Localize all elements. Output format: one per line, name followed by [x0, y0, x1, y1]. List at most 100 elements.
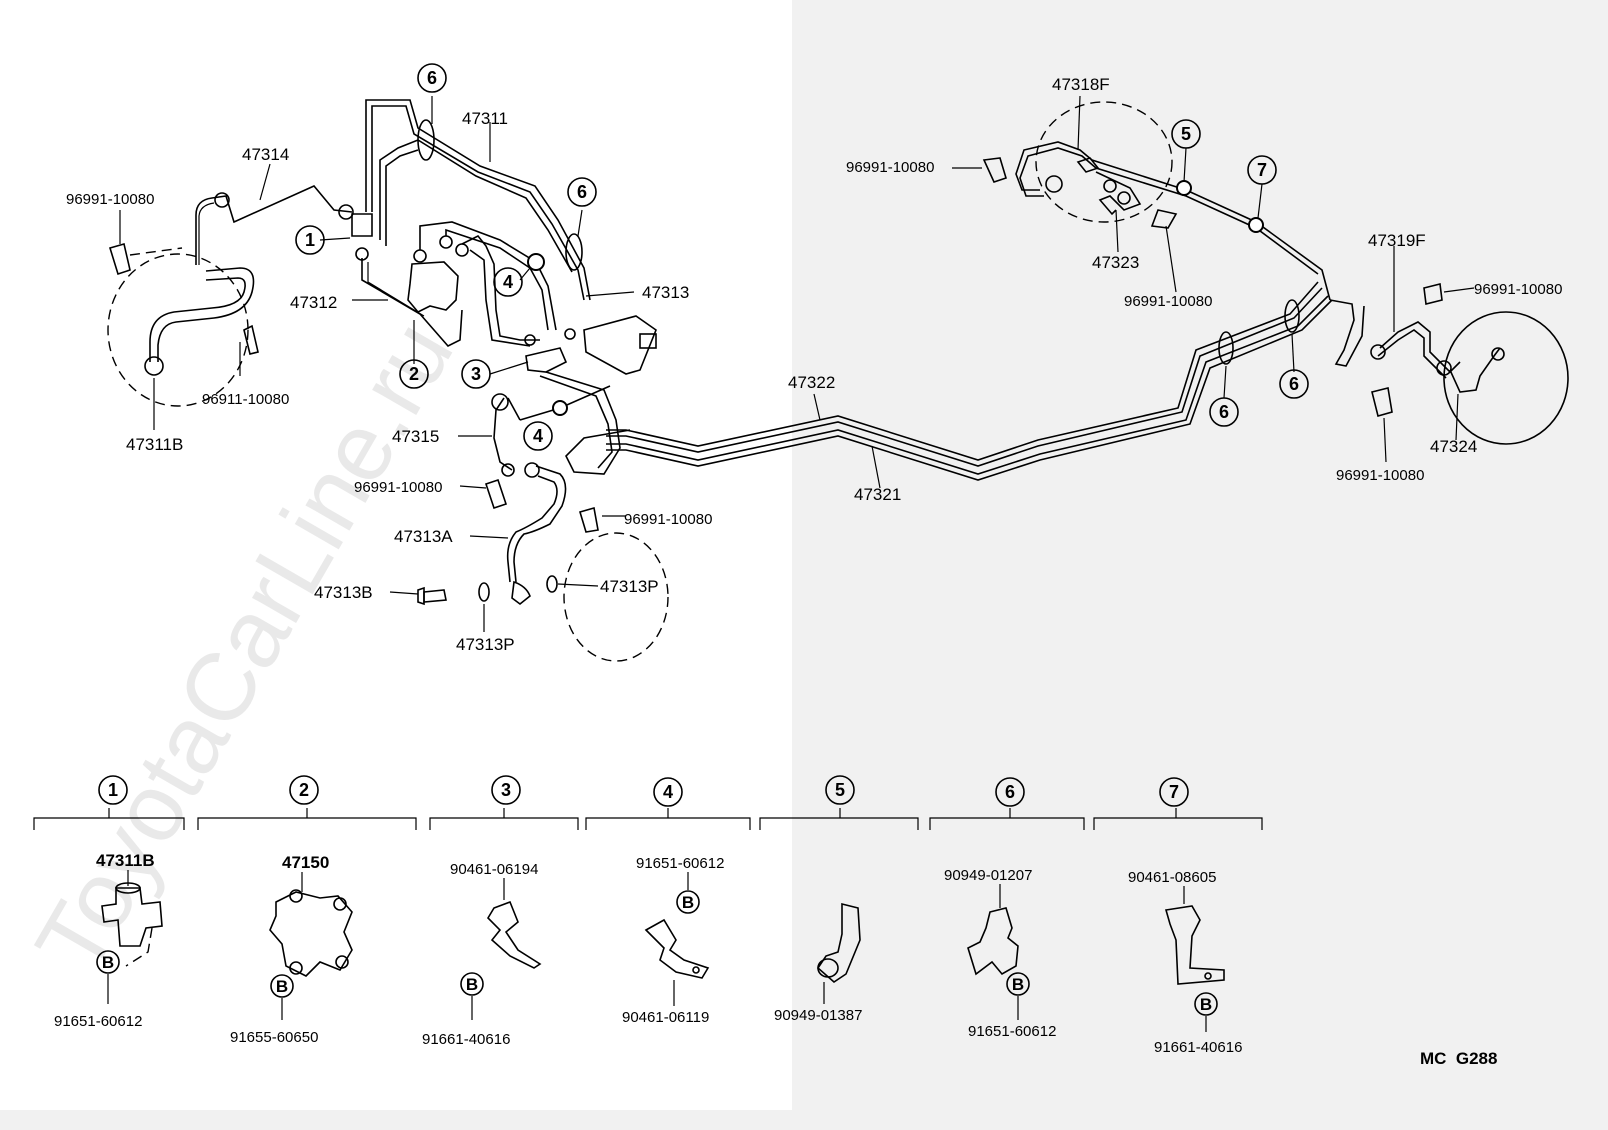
hose-fitting — [1370, 344, 1386, 360]
detail-6-bottom-label: 91651-60612 — [968, 1023, 1056, 1040]
pipe-nut — [1103, 179, 1117, 193]
detail-bracket-3 — [429, 808, 579, 830]
pipe-47313-d — [469, 249, 531, 347]
three-way-union — [351, 213, 373, 237]
leader — [469, 535, 509, 539]
union-port — [289, 961, 303, 975]
union-port — [115, 882, 141, 894]
detail-bracket-4 — [585, 808, 751, 830]
detail-1-bottom-label: 91651-60612 — [54, 1013, 142, 1030]
label-47319F: 47319F — [1368, 231, 1426, 250]
clip-icon — [108, 242, 131, 276]
callout-circle — [1159, 777, 1189, 807]
union-port — [335, 955, 349, 969]
pipe-47312 — [361, 258, 463, 347]
callout-1: 1 — [305, 230, 315, 250]
bolt-marker-circle — [1194, 992, 1218, 1016]
callout-circle — [653, 777, 683, 807]
bolt-hole — [692, 966, 700, 974]
leader — [459, 485, 487, 489]
gasket-icon — [478, 582, 490, 602]
pipe-rear-bracket — [1095, 171, 1142, 216]
pipe-47322-edge — [606, 287, 1323, 467]
banjo-fitting — [511, 580, 531, 606]
detail-bracket-1 — [33, 808, 185, 830]
label-47313B: 47313B — [314, 583, 373, 602]
detail-num-5: 5 — [835, 780, 845, 800]
dashed-leader — [125, 927, 153, 967]
callout-circle — [491, 775, 521, 805]
clip-icon — [982, 157, 1007, 183]
callout-circle — [399, 359, 429, 389]
detail-7-top-label: 90461-08605 — [1128, 869, 1216, 886]
gasket-icon — [546, 575, 558, 593]
label-47311: 47311 — [462, 109, 508, 128]
leader — [585, 291, 635, 297]
label-47323: 47323 — [1092, 253, 1139, 272]
pipe-47314 — [195, 185, 353, 265]
junction-nut — [564, 328, 576, 340]
label-clip-mid-left: 96991-10080 — [354, 479, 442, 496]
leader — [1443, 287, 1475, 293]
callout-circle — [1279, 369, 1309, 399]
detail-5-bottom-label: 90949-01387 — [774, 1007, 862, 1024]
bolt-marker-circle — [460, 972, 484, 996]
callout-circle — [1247, 155, 1277, 185]
clip-icon — [1371, 387, 1393, 417]
clip-icon — [1423, 283, 1443, 305]
junction-block — [525, 347, 568, 373]
caliper-fitting — [144, 356, 164, 376]
detail-4-top-label: 91651-60612 — [636, 855, 724, 872]
label-47318F: 47318F — [1052, 75, 1110, 94]
pipe-47311-b — [379, 139, 573, 273]
flex-hose-47313A — [513, 465, 567, 583]
leader — [1291, 333, 1295, 373]
pipe-clamp-4b — [552, 400, 568, 416]
leader — [1165, 225, 1177, 293]
clamp-detail-3 — [486, 900, 542, 969]
detail-4-bottom-label: 90461-06119 — [622, 1009, 709, 1026]
rear-brake-assembly — [982, 101, 1569, 445]
diagram-code: MC G288 — [1420, 1049, 1497, 1068]
union-port — [289, 889, 303, 903]
detail-num-6: 6 — [1005, 782, 1015, 802]
clip-icon — [243, 324, 259, 355]
clamp-6-d — [1284, 299, 1300, 333]
label-47313P-right: 47313P — [600, 577, 659, 596]
callout-circle — [417, 63, 447, 93]
bolt-marker-2: B — [276, 977, 288, 996]
callout-7: 7 — [1257, 160, 1267, 180]
label-47322: 47322 — [788, 373, 835, 392]
clamp-6-b — [565, 233, 583, 271]
callout-circle — [98, 775, 128, 805]
clip-icon — [579, 506, 599, 533]
label-clip-front-left-lower: 96911-10080 — [202, 391, 289, 408]
pipe-nut — [491, 393, 509, 411]
label-clip-rear-right-top: 96991-10080 — [1474, 281, 1562, 298]
bolt-marker-1: B — [102, 953, 114, 972]
junction-nut — [524, 334, 536, 346]
label-47313P-left: 47313P — [456, 635, 515, 654]
right-panel-bg — [792, 0, 1608, 1130]
pipe-47311-inner — [371, 105, 585, 301]
pipe-clamp-5 — [1176, 180, 1192, 196]
callout-circle — [523, 421, 553, 451]
detail-7-bottom-label: 91661-40616 — [1154, 1039, 1242, 1056]
three-way-union-detail — [101, 887, 163, 947]
pipe-47323-edge — [1019, 147, 1319, 275]
hose-fitting — [524, 462, 540, 478]
pipe-47324 — [1449, 347, 1501, 393]
pipe-47322 — [606, 281, 1319, 461]
detail-num-3: 3 — [501, 780, 511, 800]
pipe-nut — [1117, 191, 1131, 205]
pipe-47314-edge — [198, 202, 215, 265]
label-clip-rear-right-bottom: 96991-10080 — [1336, 467, 1424, 484]
clamp-6-a — [417, 119, 435, 161]
part-labels: 96991-10080 96911-10080 47311B 47314 473… — [66, 75, 1562, 654]
connector-icon — [639, 333, 657, 349]
callout-circle — [289, 775, 319, 805]
detail-2-top-label: 47150 — [282, 853, 329, 872]
flex-hose-47319F-edge — [1377, 329, 1447, 379]
union-port — [333, 897, 347, 911]
detail-3-top-label: 90461-06194 — [450, 861, 538, 878]
